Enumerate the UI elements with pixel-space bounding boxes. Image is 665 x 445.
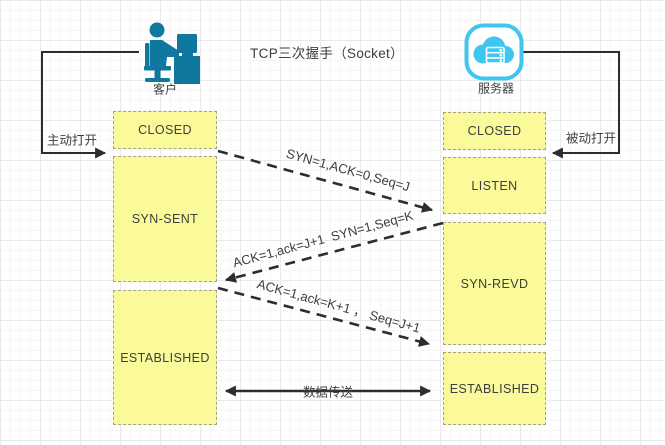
state-box-client-closed[interactable]: CLOSED xyxy=(113,111,217,149)
state-box-server-listen[interactable]: LISTEN xyxy=(443,157,546,214)
server-actor[interactable]: 服务器 xyxy=(464,23,524,96)
state-box-server-closed[interactable]: CLOSED xyxy=(443,112,546,150)
state-label: LISTEN xyxy=(471,178,518,193)
client-label: 客户 xyxy=(152,82,178,97)
state-box-client-established[interactable]: ESTABLISHED xyxy=(113,290,217,425)
data-transfer-label: 数据传送 xyxy=(302,385,354,400)
state-label: ESTABLISHED xyxy=(449,381,540,396)
diagram-title: TCP三次握手（Socket） xyxy=(250,46,404,61)
server-label: 服务器 xyxy=(477,81,515,96)
state-box-server-established[interactable]: ESTABLISHED xyxy=(443,352,546,425)
state-label: SYN-REVD xyxy=(460,276,529,291)
passive-open-connector xyxy=(523,51,620,159)
state-box-client-syn-sent[interactable]: SYN-SENT xyxy=(113,156,217,282)
active-open-connector xyxy=(41,51,139,159)
server-cloud-icon xyxy=(464,23,524,81)
ack-arrow xyxy=(217,286,431,347)
state-label: CLOSED xyxy=(138,123,192,137)
active-open-label: 主动打开 xyxy=(46,133,98,148)
state-label: ESTABLISHED xyxy=(120,350,210,365)
state-label: CLOSED xyxy=(467,124,522,138)
state-label: SYN-SENT xyxy=(131,212,199,226)
syn-arrow xyxy=(217,149,434,213)
passive-open-label: 被动打开 xyxy=(565,131,617,146)
client-person-icon xyxy=(144,22,200,84)
client-actor[interactable]: 客户 xyxy=(136,22,200,97)
syn-ack-arrow xyxy=(224,221,444,283)
state-box-server-syn-revd[interactable]: SYN-REVD xyxy=(443,222,546,345)
